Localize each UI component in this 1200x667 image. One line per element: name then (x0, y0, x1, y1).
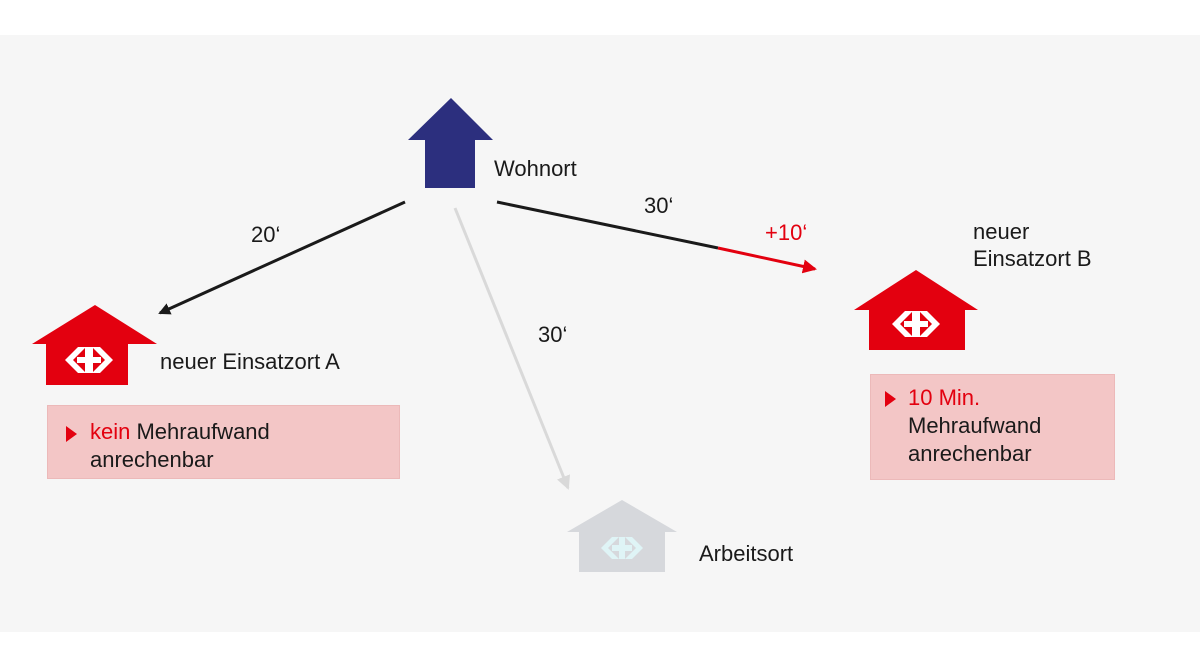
work-station-icon (567, 500, 677, 572)
time-to-work: 30‘ (538, 322, 568, 347)
site-a-station-icon (32, 305, 157, 385)
note-site-a: kein Mehraufwand anrechenbar (47, 405, 400, 479)
note-a-text-line1: Mehraufwand (130, 419, 270, 444)
extra-time-to-site-b: +10‘ (765, 220, 808, 245)
arrow-home-to-work (453, 207, 571, 490)
time-to-site-a: 20‘ (251, 222, 281, 247)
note-b-text-line1: Mehraufwand (908, 413, 1042, 438)
work-label: Arbeitsort (699, 541, 794, 566)
arrow-home-to-site-b-extra (717, 246, 817, 274)
arrow-home-to-site-b-base (496, 200, 719, 250)
arrow-home-to-site-a (158, 200, 406, 315)
bullet-triangle-icon (885, 391, 896, 407)
site-b-label-line1: neuer (973, 219, 1030, 244)
site-a-label: neuer Einsatzort A (160, 349, 340, 374)
note-site-b: 10 Min. Mehraufwand anrechenbar (870, 374, 1115, 480)
time-to-site-b: 30‘ (644, 193, 674, 218)
note-b-text-line2: anrechenbar (908, 441, 1032, 466)
note-a-highlight: kein (90, 419, 131, 444)
site-b-station-icon (854, 270, 978, 350)
home-label: Wohnort (494, 156, 577, 181)
home-icon (408, 98, 493, 188)
note-a-text-line2: anrechenbar (90, 447, 214, 472)
site-b-label-line2: Einsatzort B (973, 246, 1092, 271)
note-b-highlight: 10 Min. (908, 385, 981, 410)
bullet-triangle-icon (66, 426, 77, 442)
